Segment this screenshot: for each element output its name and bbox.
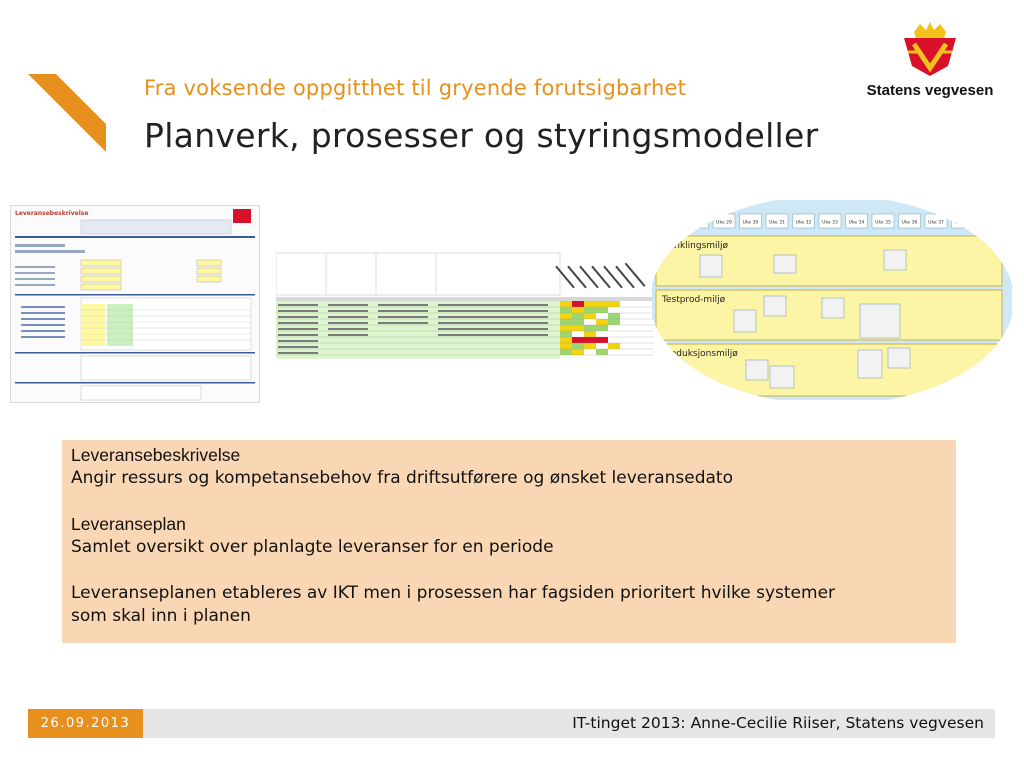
text-leveranseplan-process-2: som skal inn i planen [71, 606, 251, 626]
heading-leveranseplan: Leveranseplan [71, 514, 186, 534]
week-cell [818, 213, 842, 229]
week-cell [951, 213, 974, 229]
week-cell [765, 213, 789, 229]
week-cell [686, 213, 709, 229]
footer-text: IT-tinget 2013: Anne-Cecilie Riiser, Sta… [572, 714, 984, 732]
footer-bar [140, 709, 995, 738]
week-label: Uke 38 [955, 220, 971, 226]
lane-label-prod: Produksjonsmiljø [662, 349, 738, 359]
kanban-board-screenshot: Uke 27 Uke 28 Uke 29 Uke 30 Uke 31 Uke 32 Uke … [652, 200, 1012, 400]
week-label: Uke 31 [769, 220, 785, 226]
week-label: Uke 27 [663, 220, 679, 226]
delivery-plan-screenshot [276, 243, 654, 359]
week-label: Uke 33 [822, 220, 838, 226]
week-label: Uke 34 [849, 220, 865, 226]
week-label: Uke 30 [743, 220, 759, 226]
slide-subtitle: Fra voksende oppgitthet til gryende foru… [144, 76, 687, 100]
delivery-form-heading: Leveransebeskrivelse [15, 210, 88, 217]
logo-text: Statens vegvesen [866, 82, 994, 99]
week-cell [977, 213, 1001, 229]
description-textbox: Leveransebeskrivelse Angir ressurs og ko… [62, 440, 956, 643]
week-label: Uke 39 [981, 220, 997, 226]
text-leveranseplan: Samlet oversikt over planlagte leveranse… [71, 537, 554, 557]
week-cell [845, 213, 868, 229]
week-label: Uke 32 [796, 220, 812, 226]
week-label: Uke 36 [902, 220, 918, 226]
text-leveranseplan-process-1: Leveranseplanen etableres av IKT men i p… [71, 583, 836, 603]
week-label: Uke 28 [690, 220, 706, 226]
heading-leveransebeskrivelse: Leveransebeskrivelse [71, 445, 241, 465]
statens-vegvesen-logo: Statens vegvesen [862, 22, 998, 102]
delivery-form-screenshot: Leveransebeskrivelse [10, 205, 260, 403]
footer-date: 26.09.2013 [28, 709, 143, 738]
lane-label-test: Testprod-miljø [661, 295, 726, 305]
slide-title: Planverk, prosesser og styringsmodeller [144, 116, 819, 155]
week-cell [739, 213, 762, 229]
week-label: Uke 29 [716, 220, 732, 226]
text-leveransebeskrivelse: Angir ressurs og kompetansebehov fra dri… [71, 468, 733, 488]
crown-shield-icon [904, 22, 956, 76]
week-cell [792, 213, 815, 229]
orange-slash-decoration [28, 74, 106, 152]
week-label: Uke 37 [928, 220, 944, 226]
week-cell [659, 213, 683, 229]
week-label: Uke 35 [875, 220, 891, 226]
week-cell [924, 213, 948, 229]
lane-label-dev: Utviklingsmiljø [662, 241, 729, 251]
week-cell [898, 213, 921, 229]
week-cell [871, 213, 895, 229]
